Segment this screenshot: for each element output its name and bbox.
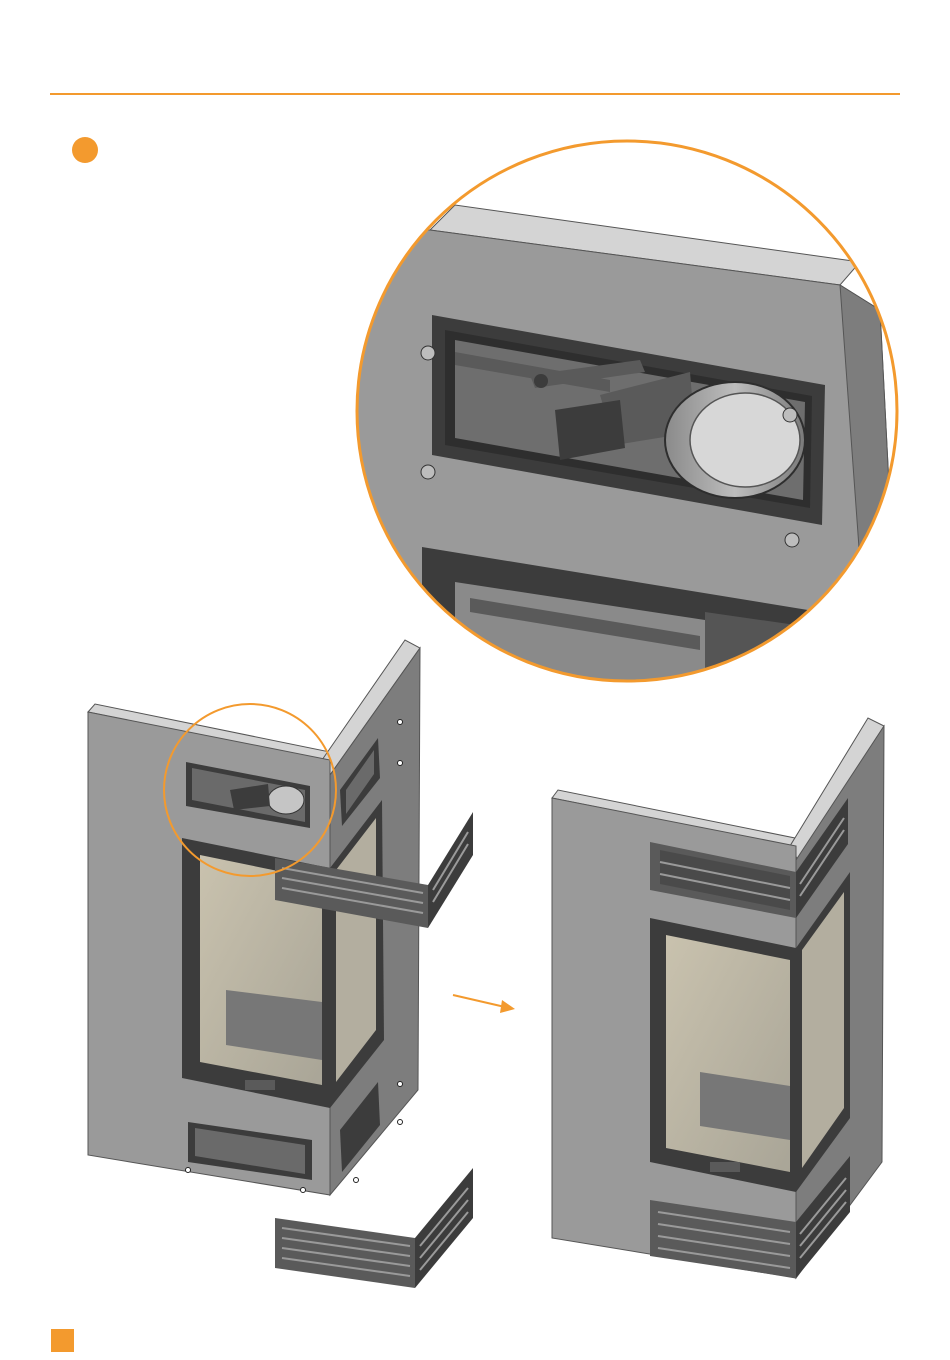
zoom-screw-hole bbox=[421, 465, 435, 479]
zoom-detail bbox=[350, 140, 910, 700]
page-marker-icon bbox=[51, 1329, 74, 1352]
arrow-right-icon bbox=[453, 995, 515, 1013]
zoom-duct-inner bbox=[690, 393, 800, 487]
left-upper-duct bbox=[268, 786, 304, 814]
left-fireplace-handle bbox=[245, 1080, 275, 1090]
assembly-before bbox=[88, 640, 473, 1288]
assembly-after bbox=[552, 718, 884, 1278]
zoom-screw-hole bbox=[783, 408, 797, 422]
zoom-screw-hole bbox=[785, 533, 799, 547]
right-fireplace-handle bbox=[710, 1162, 740, 1172]
zoom-door-side bbox=[705, 612, 900, 700]
zoom-bracket-bolt bbox=[534, 374, 548, 388]
zoom-screw-hole bbox=[421, 346, 435, 360]
